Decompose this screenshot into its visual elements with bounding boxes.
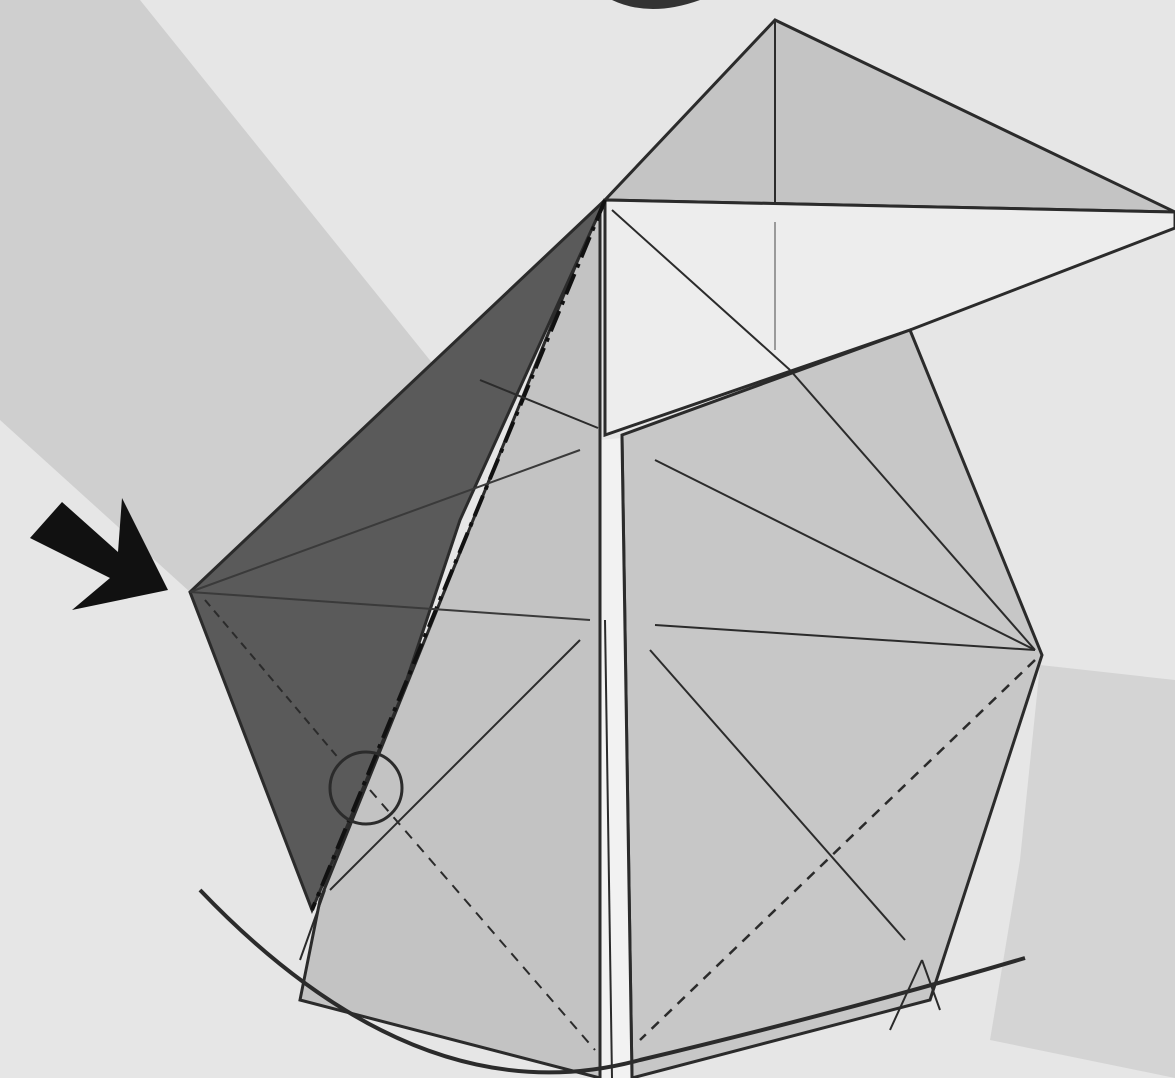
origami-diagram-svg	[0, 0, 1175, 1078]
origami-diagram	[0, 0, 1175, 1078]
